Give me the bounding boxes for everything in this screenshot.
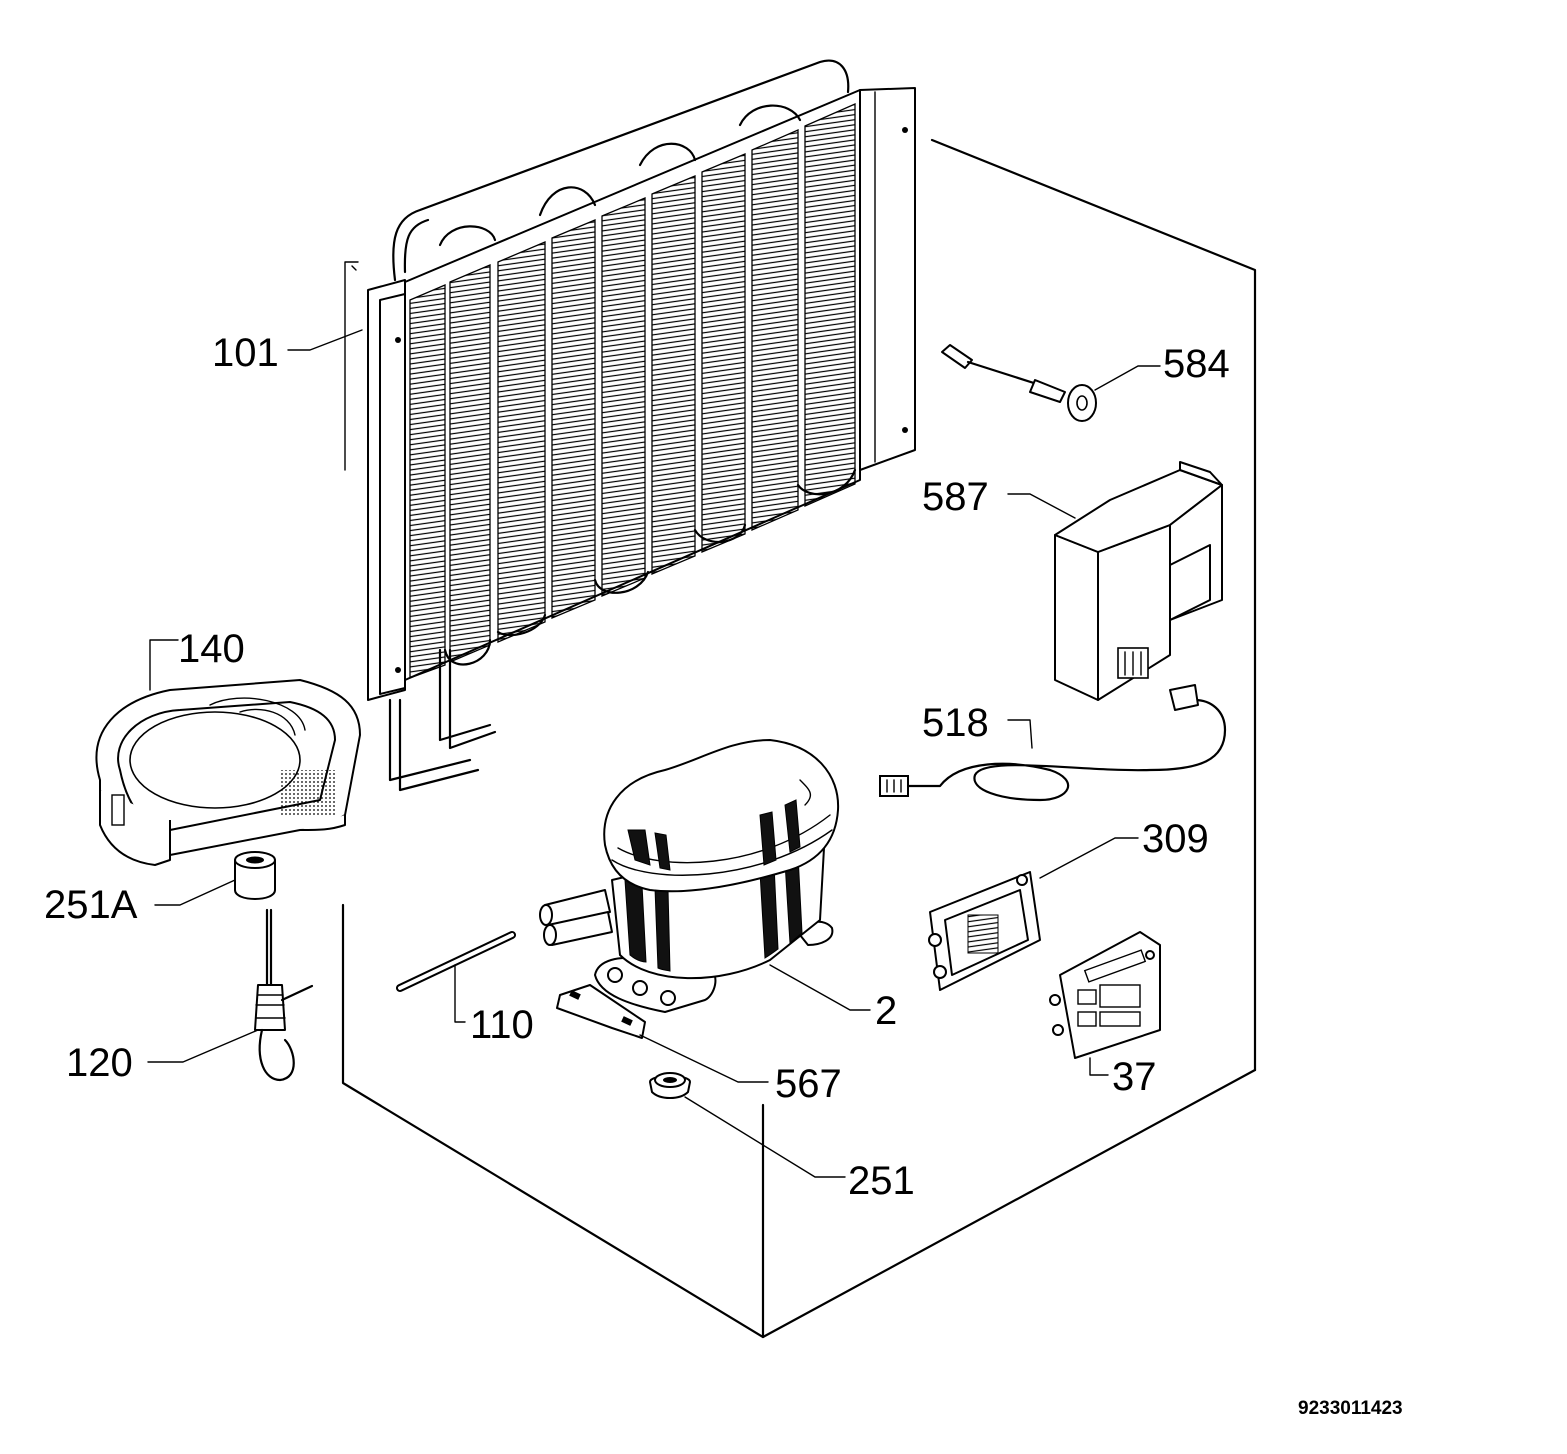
condenser-101 bbox=[344, 59, 916, 792]
part-labels: 101 140 251A 120 110 2 567 251 584 587 5… bbox=[44, 331, 1403, 1419]
label-37: 37 bbox=[1112, 1055, 1157, 1099]
cable-518 bbox=[879, 684, 1227, 802]
tube-110 bbox=[396, 931, 516, 992]
control-module-309 bbox=[928, 871, 1041, 991]
electronics-cover-587 bbox=[1054, 461, 1223, 701]
mounting-plate-567 bbox=[556, 984, 646, 1039]
label-309: 309 bbox=[1142, 817, 1209, 861]
control-board-37 bbox=[1049, 931, 1161, 1059]
label-251a: 251A bbox=[44, 883, 138, 927]
label-140: 140 bbox=[178, 627, 245, 671]
grommet-251 bbox=[649, 1072, 691, 1099]
grommet-251a bbox=[234, 851, 276, 900]
condenser-fins bbox=[409, 103, 856, 679]
label-2: 2 bbox=[875, 989, 897, 1033]
label-584: 584 bbox=[1163, 342, 1230, 386]
drip-tray-140 bbox=[95, 639, 361, 866]
label-587: 587 bbox=[922, 475, 989, 519]
compressor-2 bbox=[539, 739, 840, 1013]
label-120: 120 bbox=[66, 1041, 133, 1085]
label-251: 251 bbox=[848, 1159, 915, 1203]
sensor-probe-584 bbox=[941, 344, 1097, 422]
reference-number: 9233011423 bbox=[1298, 1398, 1403, 1419]
label-110: 110 bbox=[470, 1003, 534, 1047]
label-518: 518 bbox=[922, 701, 989, 745]
label-101: 101 bbox=[212, 331, 279, 375]
cabinet-outline bbox=[341, 138, 1257, 1339]
drain-hose-120 bbox=[254, 908, 314, 1082]
leader-lines bbox=[147, 329, 1161, 1178]
label-567: 567 bbox=[775, 1062, 842, 1106]
